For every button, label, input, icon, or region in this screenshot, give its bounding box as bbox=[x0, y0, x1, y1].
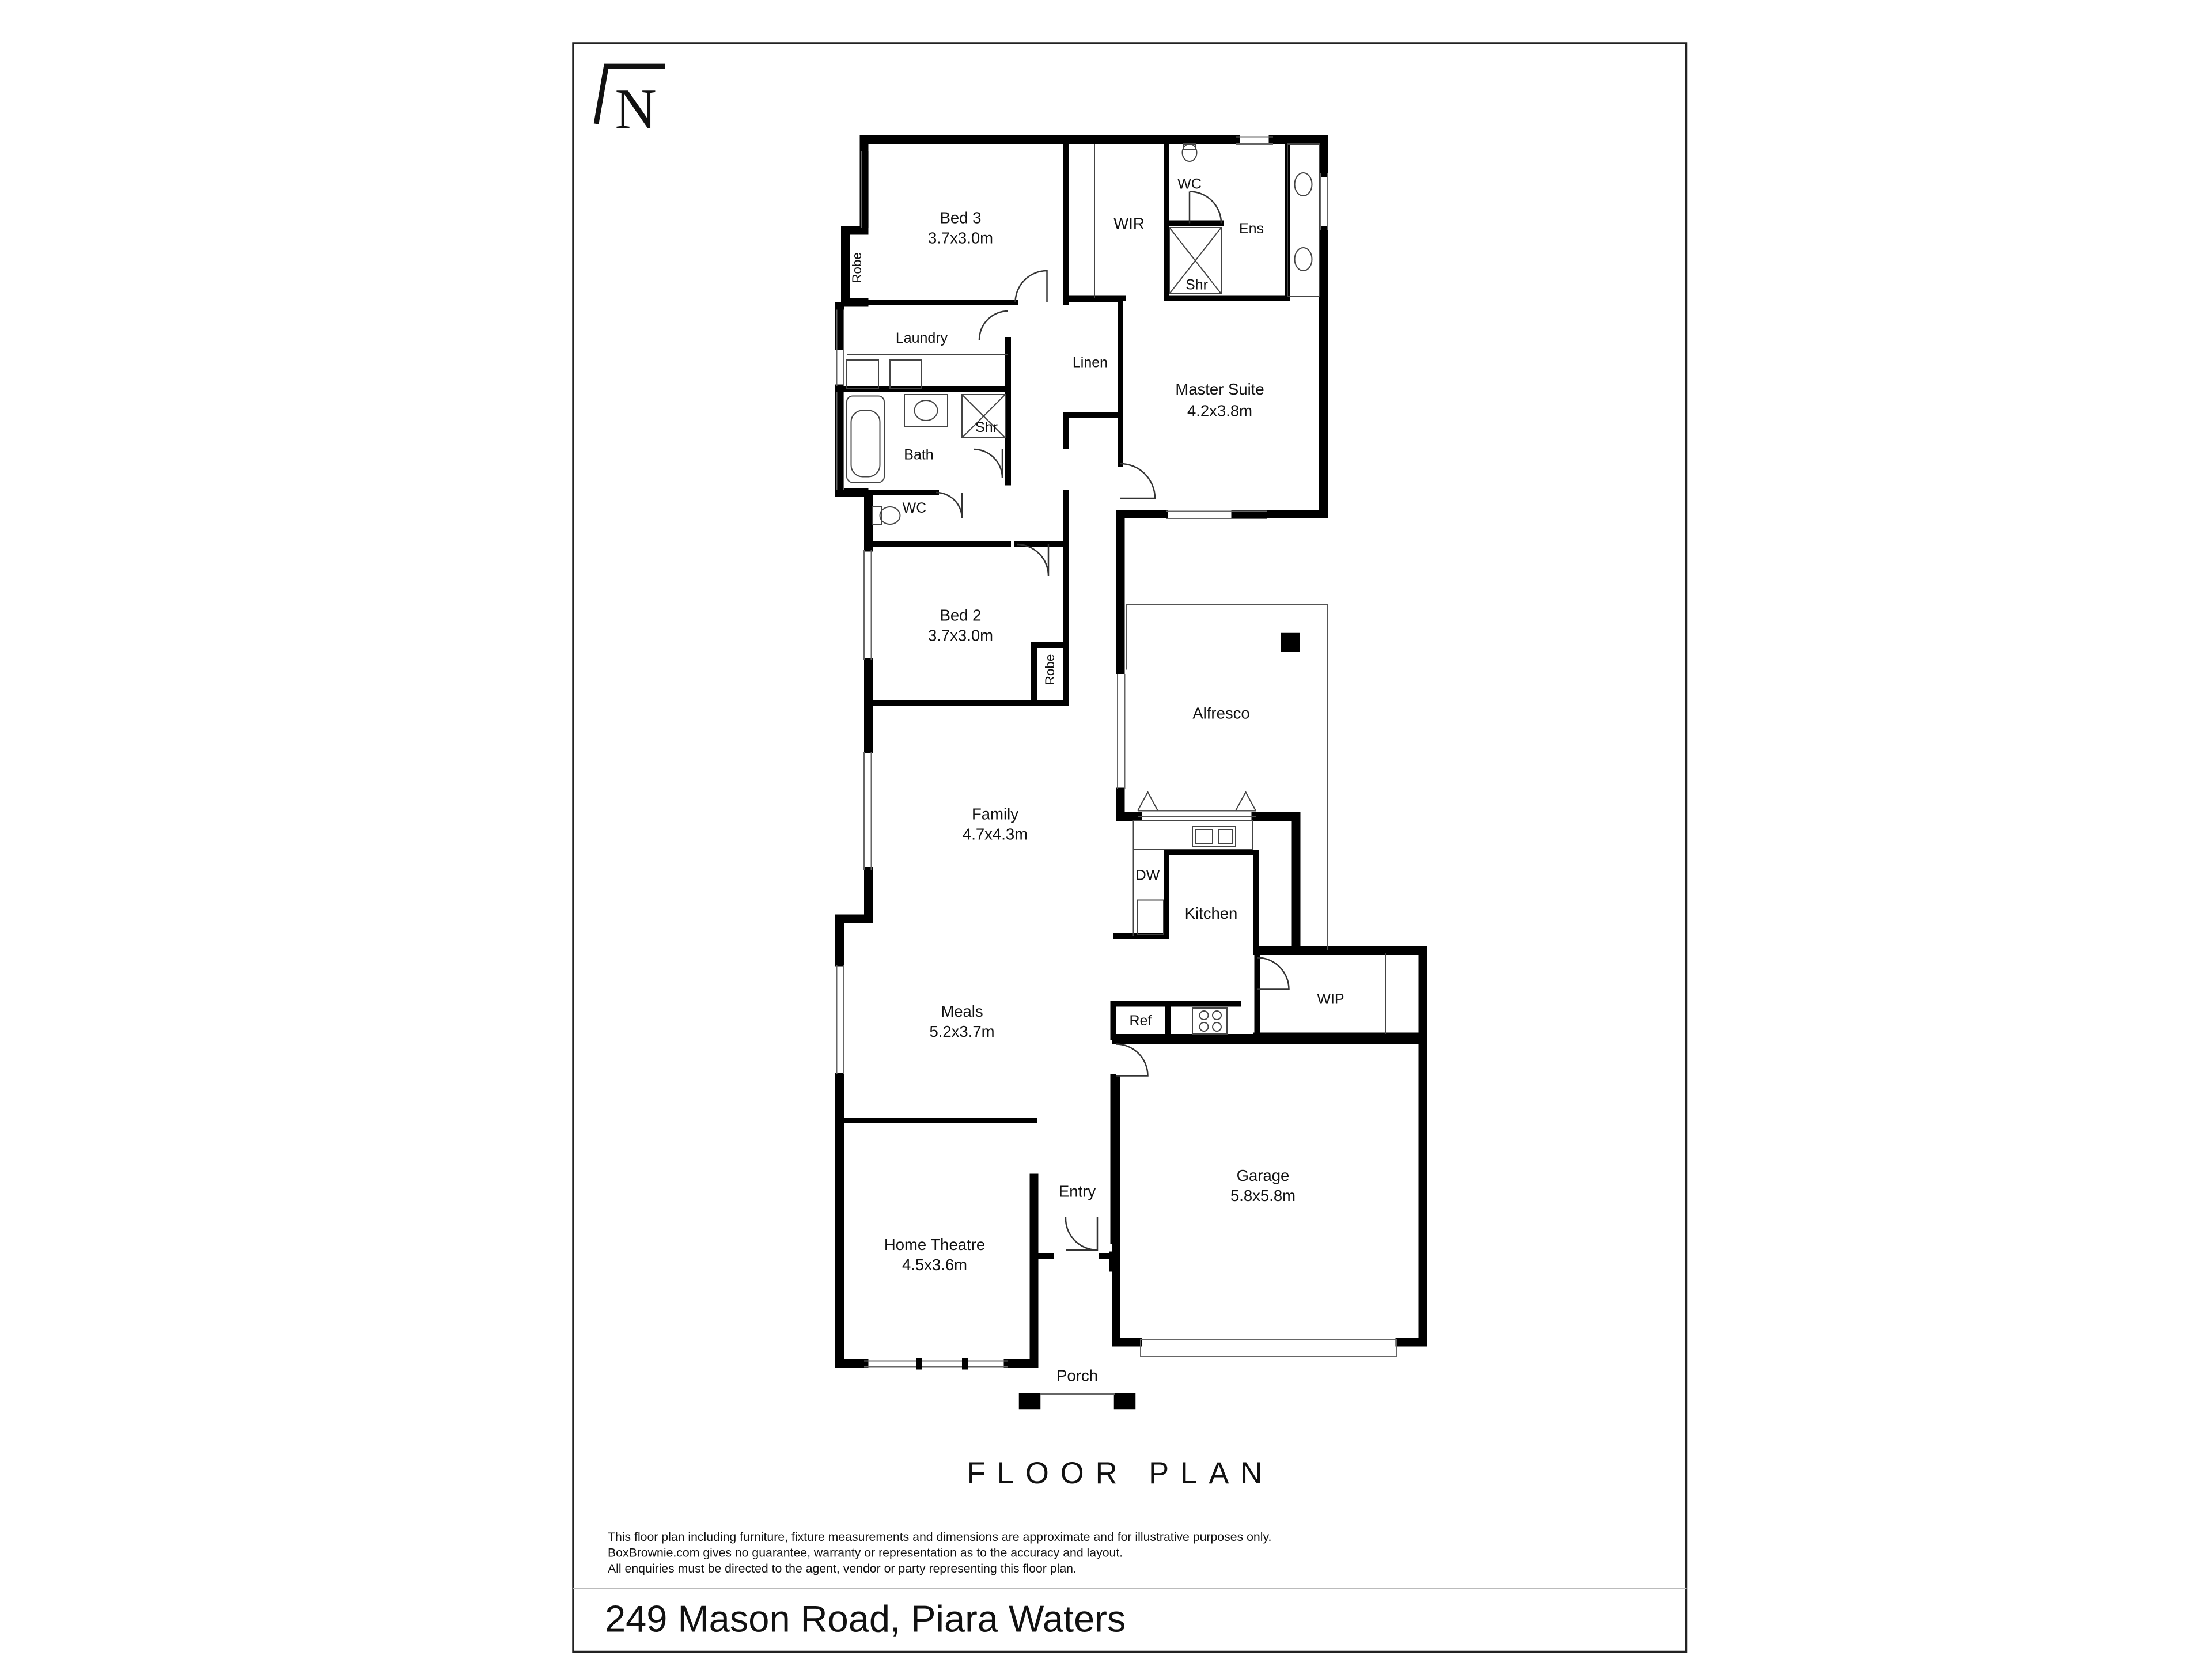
room-wc-ens-name: WC bbox=[1177, 176, 1202, 192]
windows bbox=[836, 136, 1397, 1395]
sheet-border bbox=[572, 42, 1688, 1653]
room-wc-bath-name: WC bbox=[903, 500, 927, 516]
fixtures bbox=[846, 143, 1386, 1035]
room-meals-name: Meals bbox=[941, 1002, 983, 1020]
room-alfresco-name: Alfresco bbox=[1192, 704, 1249, 722]
room-wip-name: WIP bbox=[1317, 991, 1344, 1007]
room-garage-name: Garage bbox=[1237, 1166, 1290, 1184]
room-meals-dim: 5.2x3.7m bbox=[929, 1022, 994, 1040]
room-linen-name: Linen bbox=[1073, 355, 1108, 371]
room-shr-bath-name: Shr bbox=[975, 419, 998, 435]
room-garage-dim: 5.8x5.8m bbox=[1230, 1187, 1296, 1205]
room-bed2-name: Bed 2 bbox=[940, 607, 982, 624]
room-bath-name: Bath bbox=[904, 447, 933, 463]
room-wir-name: WIR bbox=[1113, 215, 1144, 233]
room-family-name: Family bbox=[972, 805, 1018, 823]
disclaimer-line-2: BoxBrownie.com gives no guarantee, warra… bbox=[608, 1546, 1123, 1560]
property-address: 249 Mason Road, Piara Waters bbox=[605, 1598, 1126, 1640]
room-master-dim: 4.2x3.8m bbox=[1187, 402, 1252, 420]
north-label: N bbox=[615, 77, 657, 141]
room-porch-name: Porch bbox=[1056, 1367, 1098, 1385]
window-mullions bbox=[916, 1094, 1426, 1370]
room-ref-name: Ref bbox=[1130, 1013, 1152, 1029]
walls bbox=[835, 135, 1427, 1410]
north-arrow-icon: N bbox=[593, 63, 665, 141]
room-master-name: Master Suite bbox=[1175, 380, 1264, 398]
room-theatre-name: Home Theatre bbox=[884, 1236, 985, 1253]
room-labels: Bed 3 3.7x3.0m WIR WC Ens Shr Robe Laund… bbox=[850, 176, 1344, 1385]
room-kitchen-name: Kitchen bbox=[1185, 904, 1238, 922]
room-ens-name: Ens bbox=[1239, 221, 1264, 237]
room-family-dim: 4.7x4.3m bbox=[963, 825, 1028, 843]
room-theatre-dim: 4.5x3.6m bbox=[902, 1256, 967, 1274]
disclaimer-line-1: This floor plan including furniture, fix… bbox=[608, 1530, 1271, 1544]
room-robe-bed2-name: Robe bbox=[1043, 654, 1057, 685]
room-entry-name: Entry bbox=[1059, 1183, 1096, 1200]
room-bed3-dim: 3.7x3.0m bbox=[928, 229, 993, 247]
disclaimer-line-3: All enquiries must be directed to the ag… bbox=[608, 1562, 1077, 1575]
room-laundry-name: Laundry bbox=[896, 330, 948, 346]
doors bbox=[935, 191, 1290, 1251]
plan-title: FLOOR PLAN bbox=[967, 1456, 1274, 1490]
room-bed3-name: Bed 3 bbox=[940, 209, 982, 227]
room-bed2-dim: 3.7x3.0m bbox=[928, 627, 993, 645]
disclaimer: This floor plan including furniture, fix… bbox=[608, 1530, 1271, 1575]
room-shr-ens-name: Shr bbox=[1185, 277, 1208, 293]
room-dw-name: DW bbox=[1136, 868, 1160, 884]
room-robe-bed3-name: Robe bbox=[850, 252, 864, 283]
